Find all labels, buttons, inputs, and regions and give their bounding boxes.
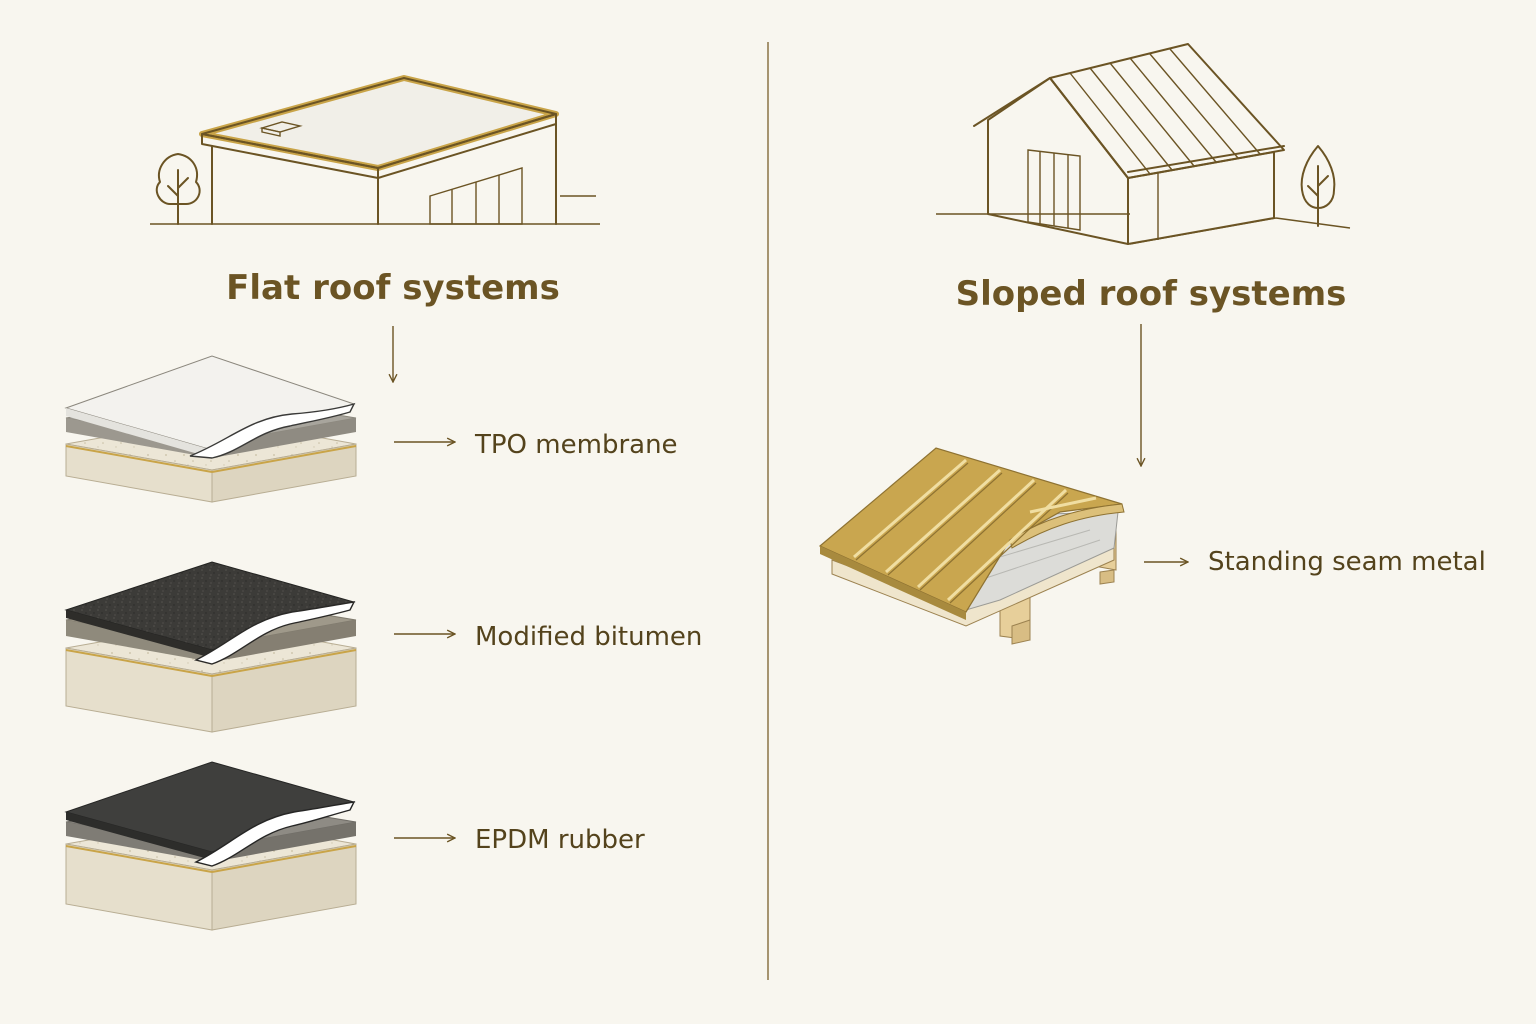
tpo-membrane-label: TPO membrane: [474, 430, 678, 460]
standing-seam-metal-label: Standing seam metal: [1208, 547, 1486, 577]
tree-icon: [155, 153, 201, 225]
standing-seam-metal-sample: [818, 447, 1125, 645]
flat-roof-title: Flat roof systems: [226, 268, 560, 308]
modified-bitumen-label: Modified bitumen: [475, 622, 702, 652]
flat-roof-building-icon: [150, 75, 600, 225]
gable-house-icon: [936, 43, 1351, 245]
tpo-membrane-stack: [64, 355, 357, 503]
epdm-rubber-stack: [64, 761, 357, 931]
sloped-roof-title: Sloped roof systems: [956, 274, 1347, 314]
modified-bitumen-stack: [64, 561, 357, 733]
tree-icon: [1300, 145, 1336, 227]
epdm-rubber-label: EPDM rubber: [475, 825, 645, 855]
